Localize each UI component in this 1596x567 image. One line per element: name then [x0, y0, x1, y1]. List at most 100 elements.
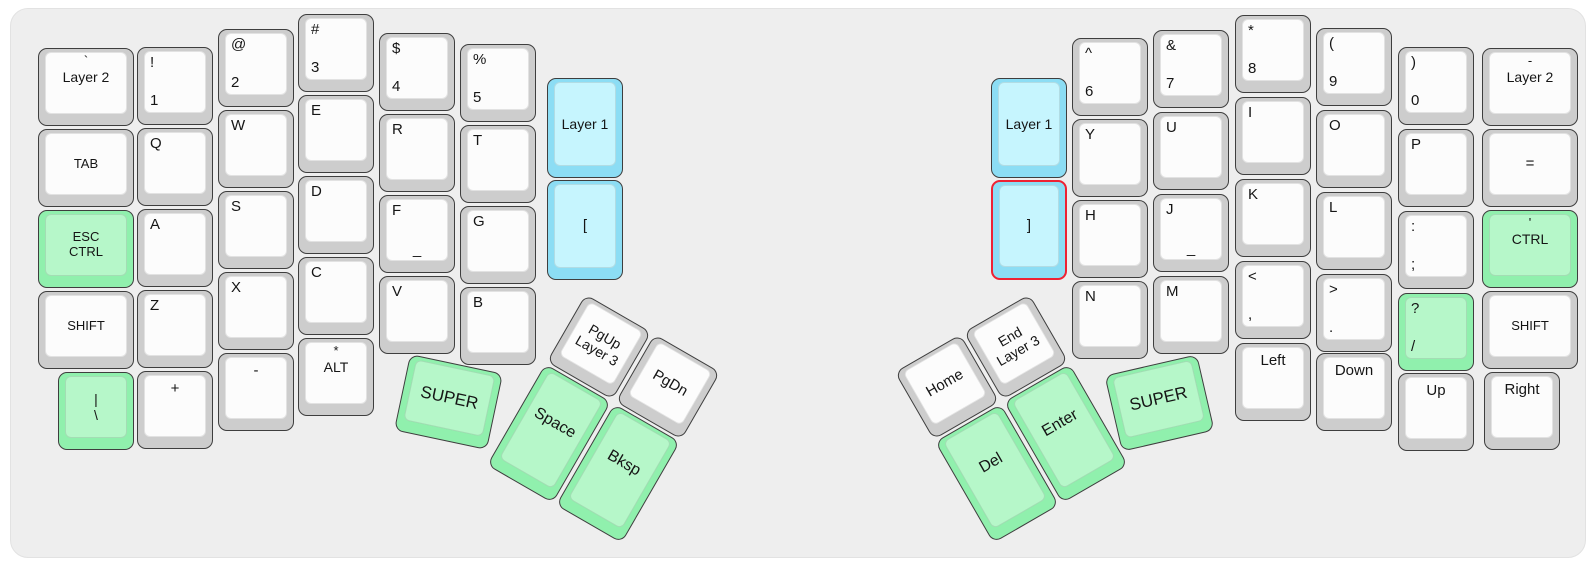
key-e[interactable]: E [298, 95, 374, 173]
key-g[interactable]: G [460, 206, 536, 284]
key-h[interactable]: H [1072, 200, 1148, 278]
keytop: %5 [467, 48, 529, 110]
key-layer2-right[interactable]: -Layer 2 [1482, 48, 1578, 126]
keytop: L [1323, 196, 1385, 258]
key-y[interactable]: Y [1072, 119, 1148, 197]
key-d[interactable]: D [298, 176, 374, 254]
keytop: P [1405, 133, 1467, 195]
key-i-legend-0: I [1248, 104, 1253, 121]
key-asterisk-8[interactable]: *8 [1235, 15, 1311, 93]
key-t[interactable]: T [460, 125, 536, 203]
key-tab[interactable]: TAB [38, 129, 134, 207]
keytop: T [467, 129, 529, 191]
key-lbracket[interactable]: [ [547, 180, 623, 280]
key-p[interactable]: P [1398, 129, 1474, 207]
key-dollar-4[interactable]: $4 [379, 33, 455, 111]
key-colon-semicolon[interactable]: :; [1398, 211, 1474, 289]
key-v[interactable]: V [379, 276, 455, 354]
key-c-legend-0: C [311, 264, 322, 281]
key-i[interactable]: I [1235, 97, 1311, 175]
keytop: Left [1242, 347, 1304, 409]
key-l[interactable]: L [1316, 192, 1392, 270]
key-b-legend-0: B [473, 294, 484, 311]
keytop: [ [554, 184, 616, 268]
key-percent-5[interactable]: %5 [460, 44, 536, 122]
key-r[interactable]: R [379, 114, 455, 192]
key-o[interactable]: O [1316, 110, 1392, 188]
key-lbracket-legend-0: [ [582, 217, 588, 235]
key-j[interactable]: J_ [1153, 194, 1229, 272]
keytop: H [1079, 204, 1141, 266]
key-amp-7[interactable]: &7 [1153, 30, 1229, 108]
key-g-legend-0: G [473, 213, 485, 230]
key-plus[interactable]: + [137, 371, 213, 449]
keytop: I [1242, 101, 1304, 163]
key-lt-comma[interactable]: <, [1235, 261, 1311, 339]
key-rparen-0[interactable]: )0 [1398, 47, 1474, 125]
key-layer1-left[interactable]: Layer 1 [547, 78, 623, 178]
key-pgdn-legend-0: PgDn [649, 366, 691, 401]
key-caret-6[interactable]: ^6 [1072, 38, 1148, 116]
key-exclam-1[interactable]: !1 [137, 47, 213, 125]
keytop: E [305, 99, 367, 161]
keytop: U [1160, 116, 1222, 178]
key-equals[interactable]: = [1482, 129, 1578, 207]
keytop: R [386, 118, 448, 180]
key-super-left[interactable]: SUPER [393, 353, 504, 451]
key-dollar-4-legend-0: $ [392, 40, 401, 57]
key-layer1-left-legend-0: Layer 1 [561, 115, 609, 132]
key-bksp-legend-0: Bksp [604, 447, 644, 480]
key-up[interactable]: Up [1398, 373, 1474, 451]
key-gt-period[interactable]: >. [1316, 274, 1392, 352]
key-q[interactable]: Q [137, 128, 213, 206]
key-m[interactable]: M [1153, 276, 1229, 354]
key-shift-left[interactable]: SHIFT [38, 291, 134, 369]
key-f[interactable]: F_ [379, 195, 455, 273]
key-layer2-left-legend-0: ` [83, 53, 89, 68]
key-at-2[interactable]: @2 [218, 29, 294, 107]
key-shift-right[interactable]: SHIFT [1482, 291, 1578, 369]
key-minus[interactable]: - [218, 353, 294, 431]
key-at-2-legend-0: @ [231, 36, 247, 53]
key-k[interactable]: K [1235, 179, 1311, 257]
key-down[interactable]: Down [1316, 353, 1392, 431]
key-m-legend-0: M [1166, 283, 1179, 300]
key-right[interactable]: Right [1484, 372, 1560, 450]
key-lt-comma-legend-1: , [1248, 306, 1253, 323]
key-question-slash[interactable]: ?/ [1398, 293, 1474, 371]
key-quote-ctrl-legend-0: ' [1528, 215, 1532, 230]
key-del-legend-0: Del [976, 450, 1006, 477]
key-layer1-right[interactable]: Layer 1 [991, 78, 1067, 178]
key-rbracket[interactable]: ] [991, 180, 1067, 280]
key-j-legend-0: J [1166, 201, 1174, 218]
key-s[interactable]: S [218, 191, 294, 269]
key-u[interactable]: U [1153, 112, 1229, 190]
key-x[interactable]: X [218, 272, 294, 350]
key-b[interactable]: B [460, 287, 536, 365]
keytop: - [225, 357, 287, 419]
key-super-right[interactable]: SUPER [1104, 354, 1215, 452]
key-pipe-backslash[interactable]: |\ [58, 372, 134, 450]
key-layer2-left[interactable]: `Layer 2 [38, 48, 134, 126]
keytop: TAB [45, 133, 127, 195]
keytop: J_ [1160, 198, 1222, 260]
key-lparen-9[interactable]: (9 [1316, 28, 1392, 106]
key-star-alt[interactable]: *ALT [298, 338, 374, 416]
key-amp-7-legend-0: & [1166, 37, 1177, 54]
key-left[interactable]: Left [1235, 343, 1311, 421]
key-w[interactable]: W [218, 110, 294, 188]
key-c[interactable]: C [298, 257, 374, 335]
key-quote-ctrl[interactable]: 'CTRL [1482, 210, 1578, 288]
key-caret-6-legend-1: 6 [1085, 83, 1094, 100]
keytop: |\ [65, 376, 127, 438]
key-a[interactable]: A [137, 209, 213, 287]
key-s-legend-0: S [231, 198, 242, 215]
keytop: SHIFT [45, 295, 127, 357]
key-z[interactable]: Z [137, 290, 213, 368]
key-hash-3[interactable]: #3 [298, 14, 374, 92]
key-q-legend-0: Q [150, 135, 162, 152]
keytop: Z [144, 294, 206, 356]
key-n[interactable]: N [1072, 281, 1148, 359]
key-home-legend-0: Home [923, 366, 967, 401]
